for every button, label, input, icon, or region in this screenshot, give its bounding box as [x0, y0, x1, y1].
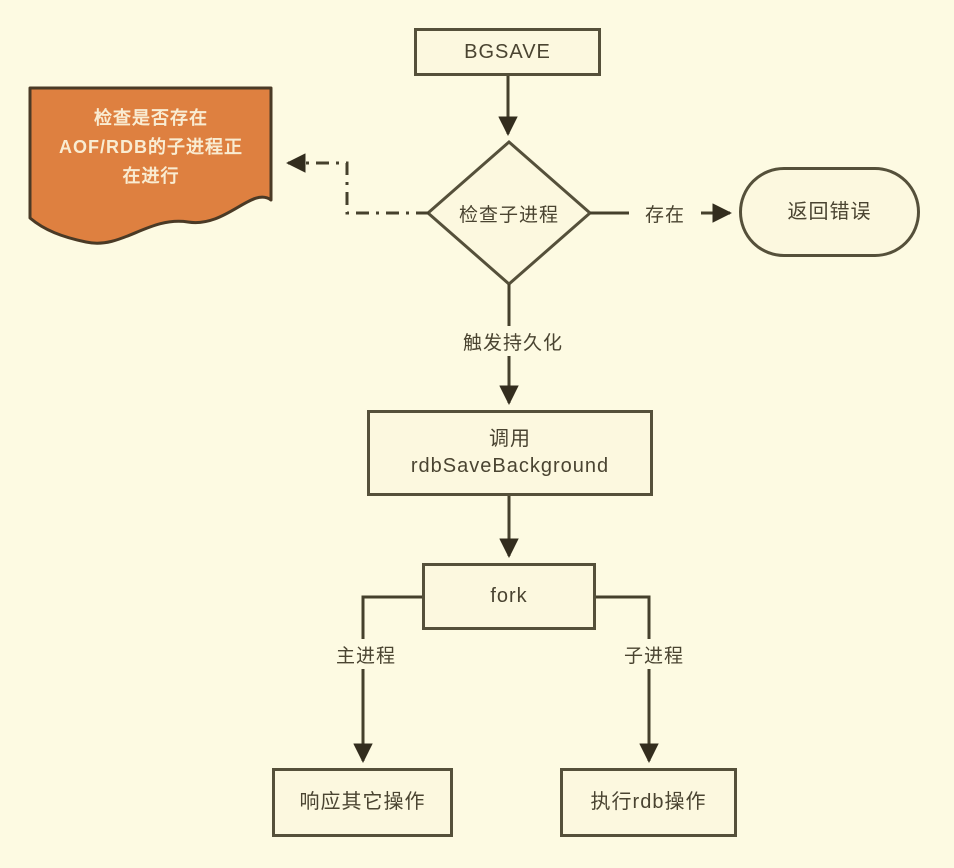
node-call-line2: rdbSaveBackground [410, 455, 610, 477]
edge-label-trigger-persistence: 触发持久化 [442, 326, 584, 356]
node-respond-other-ops: 响应其它操作 [272, 768, 453, 837]
node-exec-rdb: 执行rdb操作 [560, 768, 737, 837]
edge-label-main-process: 主进程 [321, 639, 411, 669]
node-exec-label: 执行rdb操作 [590, 791, 707, 813]
edge-label-exists: 存在 [629, 198, 701, 228]
note-text: 检查是否存在 AOF/RDB的子进程正 在进行 [36, 104, 266, 191]
node-bgsave: BGSAVE [414, 28, 601, 76]
node-return-error-label: 返回错误 [787, 200, 872, 223]
note-line-1: 检查是否存在 [94, 108, 208, 128]
note-document-shape [28, 86, 273, 245]
note-line-3: 在进行 [122, 166, 180, 186]
node-call-line1: 调用 [489, 428, 531, 450]
note-line-2: AOF/RDB的子进程正 [59, 137, 243, 157]
decision-label: 检查子进程 [458, 204, 559, 226]
node-fork: fork [422, 563, 596, 630]
edge-fork-to-exec [596, 595, 659, 763]
edge-decision-to-note [286, 153, 429, 215]
node-return-error: 返回错误 [739, 167, 920, 257]
node-fork-label: fork [490, 585, 528, 607]
node-bgsave-label: BGSAVE [464, 40, 551, 63]
edge-fork-to-respond [353, 595, 422, 763]
node-call-rdbsavebackground: 调用 rdbSaveBackground [367, 410, 653, 496]
node-respond-label: 响应其它操作 [299, 791, 426, 813]
edge-label-child-process: 子进程 [609, 639, 699, 669]
